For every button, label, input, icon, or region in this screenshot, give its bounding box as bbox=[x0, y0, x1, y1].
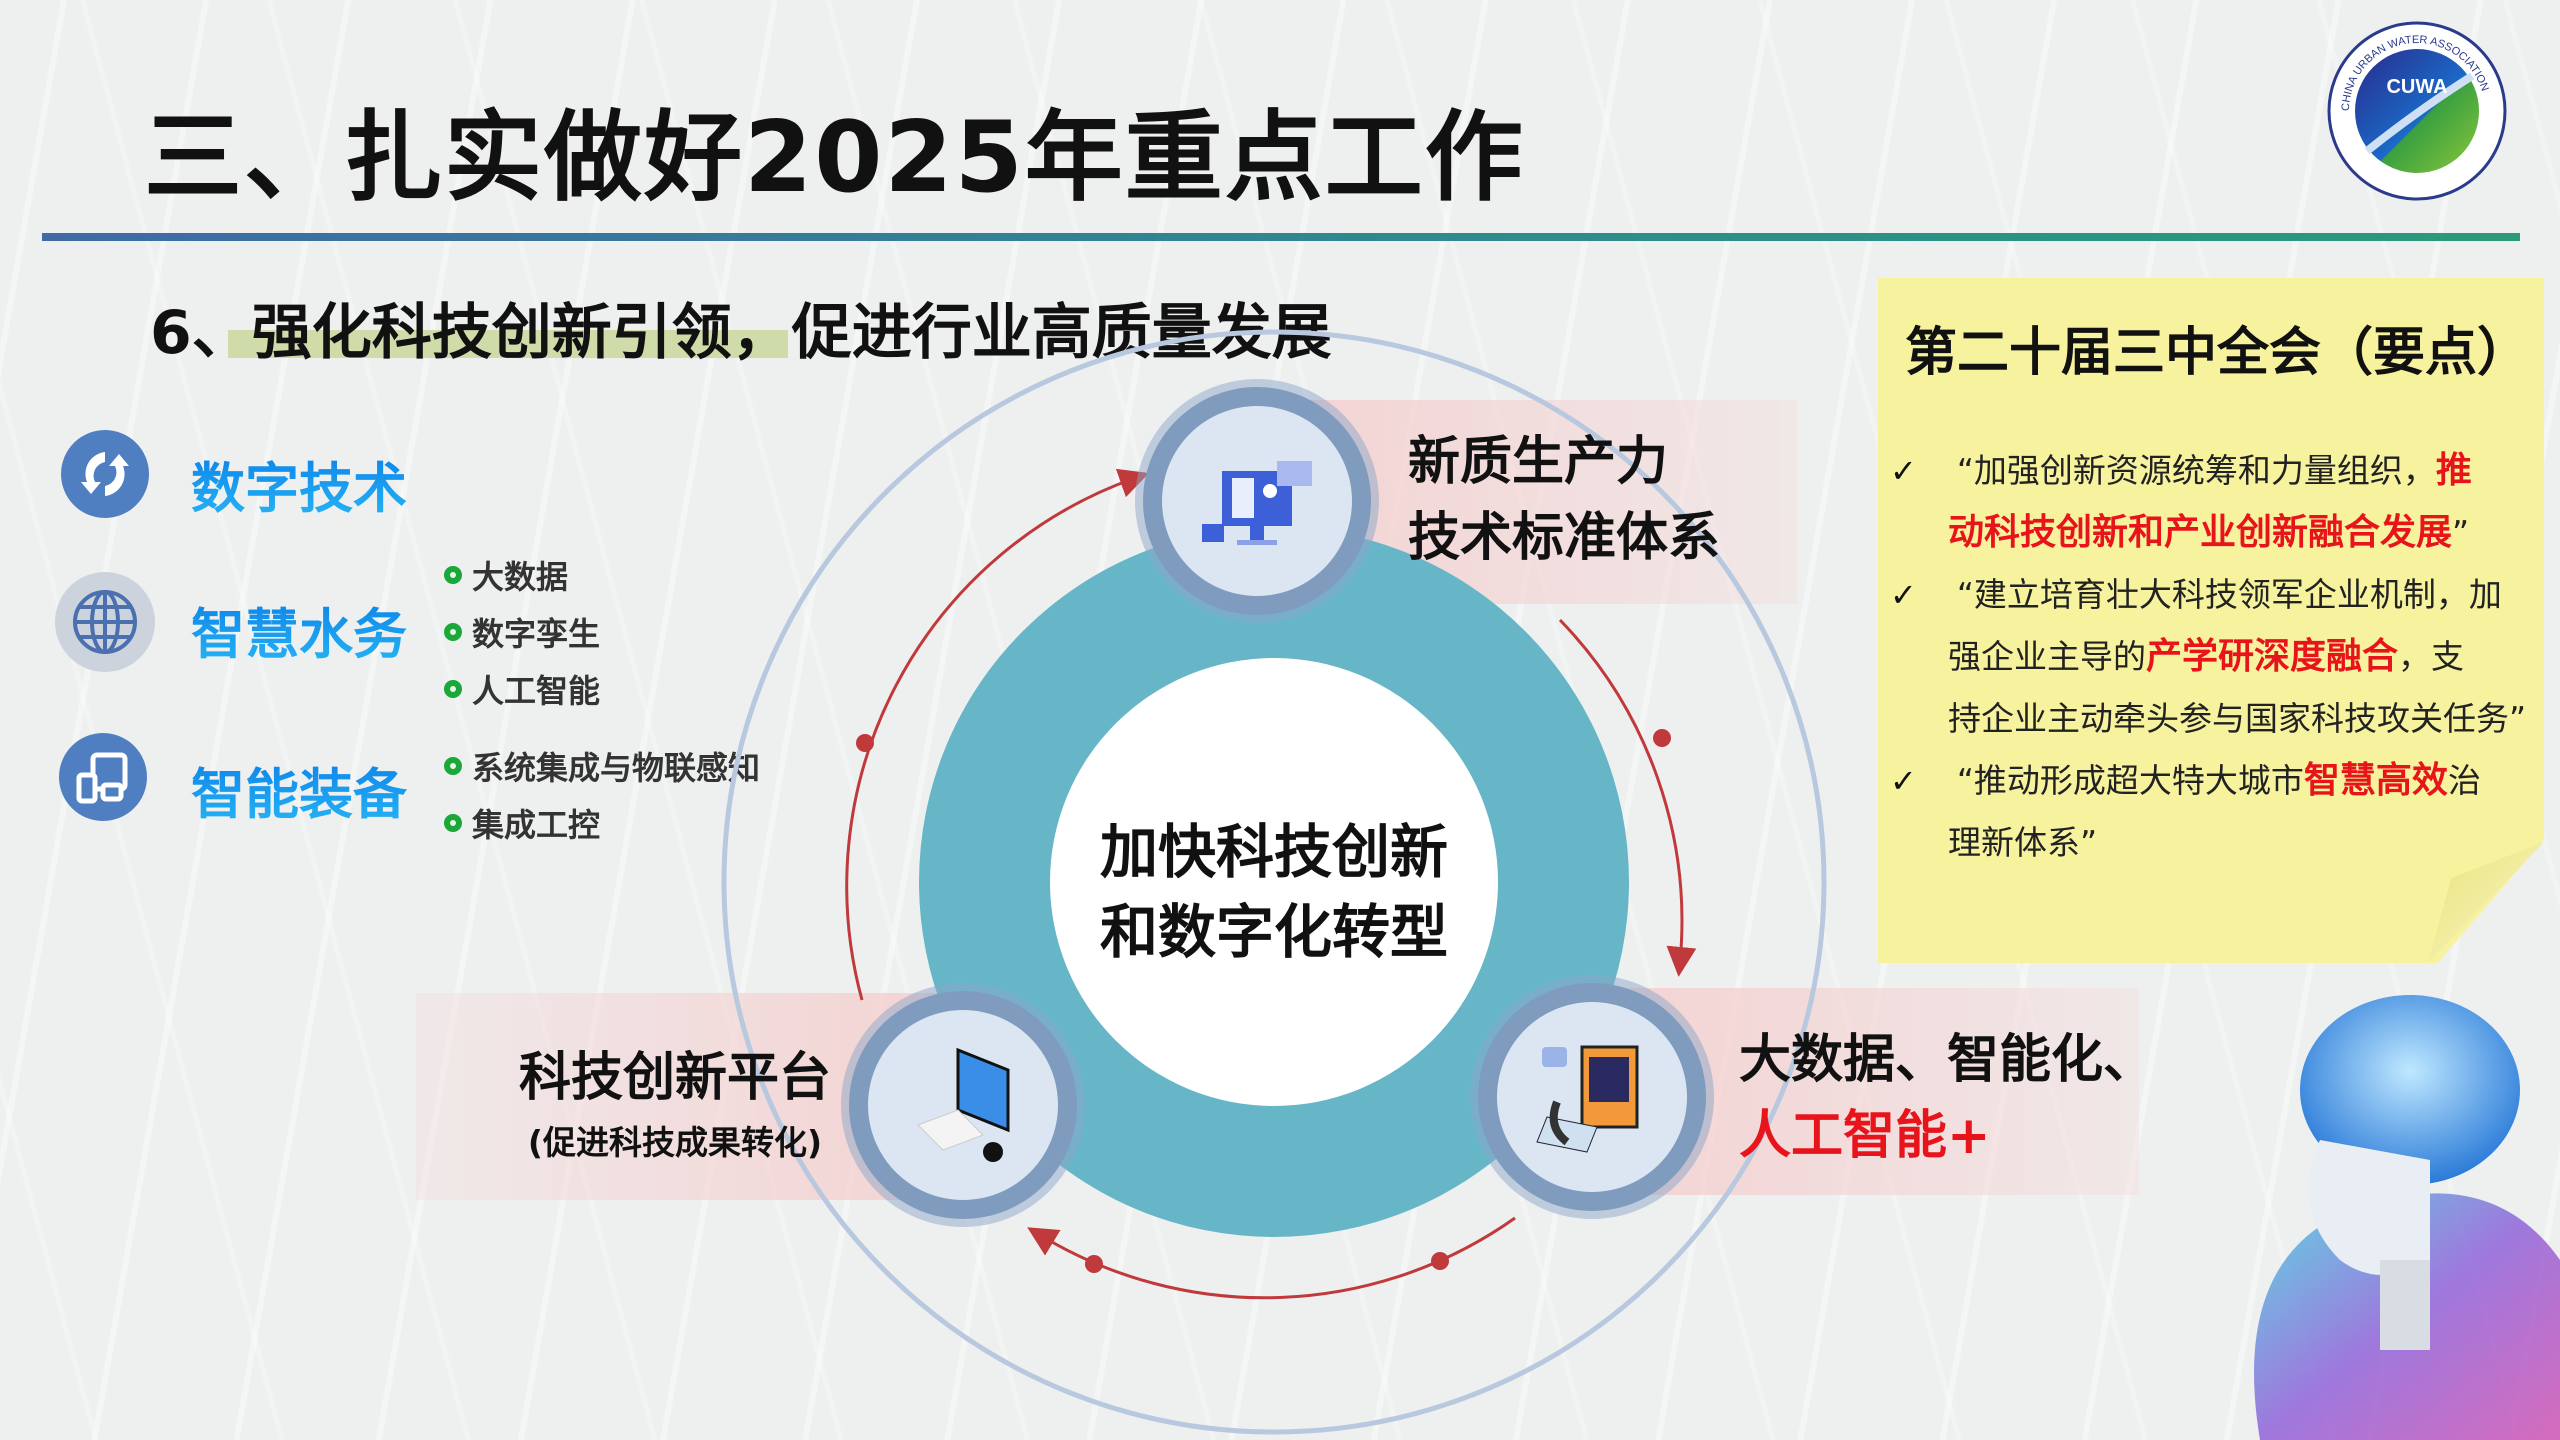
node-bottom-left-label: 科技创新平台 (促进科技成果转化) bbox=[518, 1048, 831, 1162]
svg-text:CUWA: CUWA bbox=[2386, 76, 2447, 98]
check-icon: ✓ bbox=[1890, 452, 1917, 490]
ai-head-illustration bbox=[2254, 995, 2560, 1440]
node-bottom-left bbox=[849, 991, 1077, 1219]
node-top bbox=[1143, 387, 1371, 615]
bullet-dot-icon bbox=[444, 680, 462, 698]
list-item: 数字孪生 bbox=[444, 609, 600, 655]
list-item: 大数据 bbox=[444, 552, 568, 598]
subtitle-highlight bbox=[228, 330, 788, 358]
arrow-dot bbox=[856, 734, 874, 752]
page-title: 三、扎实做好2025年重点工作 bbox=[144, 101, 1525, 215]
desktop-computer-icon bbox=[917, 1047, 1010, 1162]
category-digital-tech: 数字技术 bbox=[191, 444, 407, 523]
node-top-label: 新质生产力 技术标准体系 bbox=[1408, 432, 1721, 568]
category-smart-water: 智慧水务 bbox=[191, 590, 407, 669]
sticky-note bbox=[1878, 278, 2544, 963]
check-icon: ✓ bbox=[1890, 576, 1917, 614]
center-disc bbox=[1050, 658, 1498, 1106]
check-icon: ✓ bbox=[1890, 762, 1917, 800]
list-item: 系统集成与物联感知 bbox=[444, 743, 760, 789]
arrow-dot bbox=[1085, 1255, 1103, 1273]
bullet-dot-icon bbox=[444, 757, 462, 775]
arrow-dot bbox=[1653, 729, 1671, 747]
note-bullets: ✓“加强创新资源统筹和力量组织，推 动科技创新和产业创新融合发展” ✓“建立培育… bbox=[1890, 450, 2527, 862]
refresh-arrows-icon bbox=[61, 430, 149, 518]
globe-icon bbox=[55, 572, 155, 672]
category-smart-equipment: 智能装备 bbox=[191, 750, 407, 829]
arrow-arc bbox=[1027, 1216, 1516, 1300]
header-divider bbox=[42, 233, 2520, 241]
node-bottom-right bbox=[1478, 983, 1706, 1211]
cuwa-logo: CUWA CHINA URBAN WATER ASSOCIATION bbox=[2327, 21, 2507, 201]
computer-gears-icon bbox=[1202, 461, 1312, 545]
bullet-dot-icon bbox=[444, 566, 462, 584]
arrow-arc bbox=[845, 468, 1150, 1001]
arrow-dot bbox=[1431, 1252, 1449, 1270]
node-bottom-right-label: 大数据、智能化、 人工智能+ bbox=[1739, 1030, 2156, 1166]
cycle-center-text: 加快科技创新 和数字化转型 bbox=[1099, 818, 1448, 966]
robot-computer-icon bbox=[1536, 1045, 1639, 1153]
arrow-arc bbox=[1558, 618, 1697, 977]
list-item: 人工智能 bbox=[444, 666, 600, 712]
bullet-dot-icon bbox=[444, 623, 462, 641]
bullet-dot-icon bbox=[444, 814, 462, 832]
outer-ring bbox=[721, 329, 1827, 1435]
devices-icon bbox=[59, 733, 147, 821]
note-title: 第二十届三中全会（要点） bbox=[1905, 323, 2530, 383]
list-item: 集成工控 bbox=[444, 800, 600, 846]
section-subtitle: 6、强化科技创新引领，促进行业高质量发展 bbox=[150, 298, 1332, 368]
